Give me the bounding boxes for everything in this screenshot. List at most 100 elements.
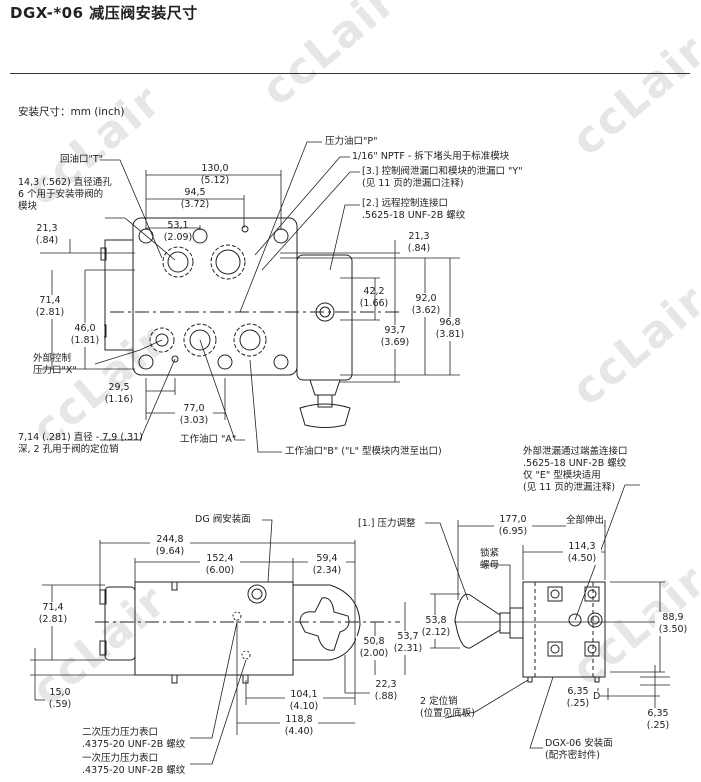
dim-value: 71,4 (39, 295, 61, 306)
dim-inch: (6.00) (205, 565, 235, 576)
dim-6-35-a: 6,35(.25) (562, 686, 594, 710)
note-line: 14,3 (.562) 直径通孔 (18, 177, 112, 188)
port-a-label: 工作油口 "A" (180, 434, 237, 445)
dim-inch: (5.12) (200, 175, 230, 186)
dim-value: 53,8 (425, 615, 447, 626)
dim-inch: (4.50) (567, 553, 597, 564)
dim-inch: (2.12) (421, 627, 451, 638)
dim-96: 96,8(3.81) (431, 317, 469, 341)
end-view-body (454, 581, 606, 683)
dim-value: 6,35 (567, 686, 589, 697)
note-line: (见 11 页的泄漏注释) (523, 482, 616, 493)
dim-inch: (2.09) (163, 232, 193, 243)
dim-inch: (3.50) (658, 624, 688, 635)
locating-pin-label-2: 深, 2 孔用于阀的定位销 (18, 444, 119, 455)
dim-value: 71,4 (42, 602, 64, 613)
nptf-label: 1/16" NPTF - 拆下堵头用于标准模块 (352, 151, 510, 162)
dim-inch: (.84) (35, 235, 59, 246)
dim-inch: (.25) (646, 720, 670, 731)
dim-inch: (1.81) (70, 335, 100, 346)
dim-value: 88,9 (662, 612, 684, 623)
dim-value: 177,0 (499, 514, 527, 525)
dim-93: 93,7(3.69) (376, 325, 414, 349)
title-divider (10, 73, 690, 74)
dim-71-side: 71,4(2.81) (34, 602, 72, 626)
dim-21-left: 21,3(.84) (30, 223, 64, 247)
remote-control-label: [2.] 远程控制连接口 (362, 198, 448, 209)
page-title: DGX-*06 减压阀安装尺寸 (10, 4, 198, 22)
dim-inch: (2.34) (312, 565, 342, 576)
note-line: 仅 "E" 型模块适用 (523, 470, 601, 481)
dim-inch: (.59) (48, 699, 72, 710)
dim-77: 77,0(3.03) (175, 403, 213, 427)
dim-value: 29,5 (108, 382, 130, 393)
dim-104: 104,1(4.10) (285, 689, 323, 713)
side-view-leaders (190, 519, 273, 765)
dim-value: 53,7 (397, 631, 419, 642)
dim-value: 152,4 (206, 553, 234, 564)
dim-value: 96,8 (439, 317, 461, 328)
top-view-dimensions (40, 170, 460, 420)
dim-inch: (6.95) (498, 526, 528, 537)
dim-92: 92,0(3.62) (407, 293, 445, 317)
dim-value: 130,0 (201, 163, 229, 174)
dim-inch: (3.69) (380, 337, 410, 348)
dim-value: 94,5 (184, 187, 206, 198)
mount-face-note: (配齐密封件) (545, 750, 600, 761)
ext-pilot-label-2: 压力口"X" (33, 365, 77, 376)
secondary-gauge-label: 二次压力压力表口 (82, 727, 159, 738)
dim-130: 130,0(5.12) (195, 163, 235, 187)
dim-inch: (3.03) (179, 415, 209, 426)
dim-value: 114,3 (568, 541, 596, 552)
dim-value: 104,1 (290, 689, 318, 700)
top-view-leaders (94, 141, 360, 453)
ext-pilot-label: 外部控制 (33, 353, 72, 364)
dim-value: 92,0 (415, 293, 437, 304)
dim-21-right: 21,3(.84) (402, 231, 436, 255)
dim-6-35-b: 6,35(.25) (642, 708, 674, 732)
dim-244: 244,8(9.64) (150, 534, 190, 558)
pins-note: (位置见底板) (420, 708, 475, 719)
dim-inch: (1.16) (104, 394, 134, 405)
dim-value: 244,8 (156, 534, 184, 545)
side-view-body (95, 581, 400, 684)
locating-pin-label: 7,14 (.281) 直径 - 7,9 (.31) (18, 432, 143, 443)
dim-50: 50,8(2.00) (356, 636, 392, 660)
dim-d-suffix: D (593, 691, 601, 703)
dim-value: 42,2 (363, 286, 385, 297)
dim-88: 88,9(3.50) (655, 612, 691, 636)
note-line: 6 个用于安装带阀的 (18, 189, 104, 200)
units-label: 安装尺寸：mm (inch) (18, 106, 125, 118)
dim-inch: (4.10) (289, 701, 319, 712)
dim-inch: (3.81) (435, 329, 465, 340)
dim-value: 59,4 (316, 553, 338, 564)
dim-inch: (1.66) (359, 298, 389, 309)
dim-value: 53,1 (167, 220, 189, 231)
dim-value: 22,3 (375, 679, 397, 690)
end-view-leaders (425, 484, 640, 749)
dim-114: 114,3(4.50) (563, 541, 601, 565)
dim-59: 59,4(2.34) (308, 553, 346, 577)
dim-inch: (9.64) (155, 546, 185, 557)
dim-inch: (.25) (566, 698, 590, 709)
through-holes-note: 14,3 (.562) 直径通孔 6 个用于安装带阀的 模块 (18, 177, 112, 213)
note-line: 模块 (18, 201, 38, 212)
dim-inch: (2.00) (359, 648, 389, 659)
dim-value: 15,0 (49, 687, 71, 698)
dim-22: 22,3(.88) (370, 679, 402, 703)
mount-face-label: DGX-06 安装面 (545, 738, 613, 749)
dim-118: 118,8(4.40) (280, 714, 318, 738)
drain-y-label: [3.] 控制阀泄漏口和模块的泄漏口 "Y" (362, 166, 523, 177)
dim-53-8: 53,8(2.12) (418, 615, 454, 639)
dim-94: 94,5(3.72) (175, 187, 215, 211)
dim-inch: (4.40) (284, 726, 314, 737)
ext-drain-note: 外部泄漏通过端盖连接口 .5625-18 UNF-2B 螺纹 仅 "E" 型模块… (523, 446, 628, 494)
end-view-dimensions (430, 520, 690, 710)
dim-inch: (3.72) (180, 199, 210, 210)
note-line: 外部泄漏通过端盖连接口 (523, 446, 628, 457)
pins-label: 2 定位销 (420, 696, 458, 707)
dim-177: 177,0(6.95) (494, 514, 532, 538)
dim-15: 15,0(.59) (45, 687, 75, 711)
